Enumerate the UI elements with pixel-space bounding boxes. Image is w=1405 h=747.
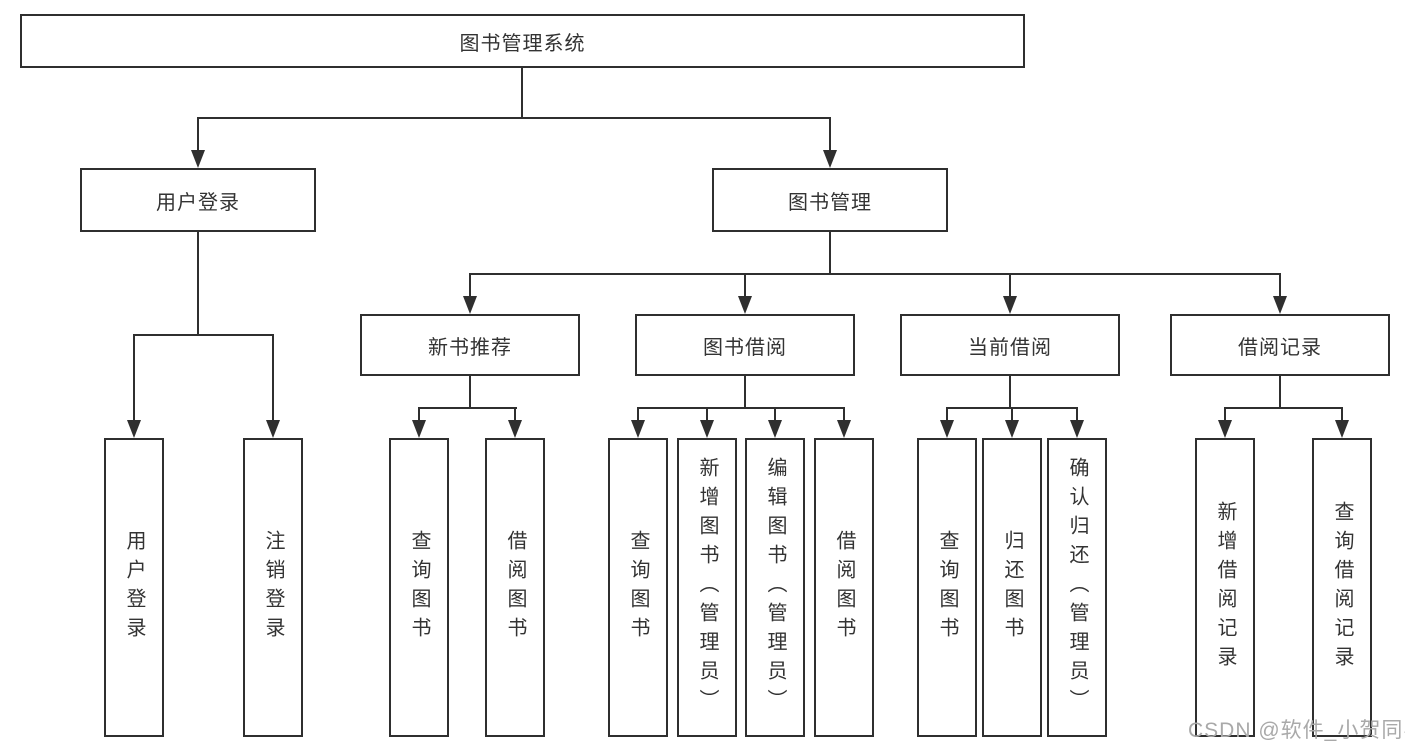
connector-line <box>133 334 274 336</box>
node-borrow-books-2-label: 借阅图书 <box>833 529 855 646</box>
node-add-books-admin-label: 新增图书（管理员） <box>696 457 718 718</box>
connector-line <box>418 407 517 409</box>
node-query-books-3: 查询图书 <box>917 438 977 737</box>
arrow-down-icon <box>823 150 837 168</box>
connector-line <box>774 407 776 422</box>
arrow-down-icon <box>940 420 954 438</box>
connector-line <box>197 117 831 119</box>
node-logout-label: 注销登录 <box>262 529 284 646</box>
node-borrow-books-2: 借阅图书 <box>814 438 874 737</box>
node-current-borrowing-label: 当前借阅 <box>968 336 1052 359</box>
connector-line <box>133 334 135 422</box>
connector-line <box>1009 376 1011 409</box>
connector-line <box>1076 407 1078 422</box>
node-edit-books-admin-label: 编辑图书（管理员） <box>764 457 786 718</box>
connector-line <box>829 232 831 273</box>
arrow-down-icon <box>768 420 782 438</box>
arrow-down-icon <box>1003 296 1017 314</box>
connector-line <box>197 232 199 334</box>
node-query-books-1: 查询图书 <box>389 438 449 737</box>
connector-line <box>1011 407 1013 422</box>
connector-line <box>946 407 948 422</box>
arrow-down-icon <box>508 420 522 438</box>
connector-line <box>469 273 1281 275</box>
node-root: 图书管理系统 <box>20 14 1025 68</box>
connector-line <box>469 376 471 409</box>
arrow-down-icon <box>1218 420 1232 438</box>
node-query-books-2-label: 查询图书 <box>627 529 649 646</box>
node-return-books-label: 归还图书 <box>1001 529 1023 646</box>
connector-line <box>744 376 746 409</box>
node-user-login-label: 用户登录 <box>156 191 240 214</box>
arrow-down-icon <box>837 420 851 438</box>
arrow-down-icon <box>191 150 205 168</box>
node-borrow-books-1-label: 借阅图书 <box>504 529 526 646</box>
connector-line <box>637 407 845 409</box>
arrow-down-icon <box>463 296 477 314</box>
node-book-management-label: 图书管理 <box>788 191 872 214</box>
connector-line <box>521 68 523 117</box>
arrow-down-icon <box>266 420 280 438</box>
arrow-down-icon <box>412 420 426 438</box>
connector-line <box>272 334 274 422</box>
connector-line <box>1224 407 1343 409</box>
node-query-books-1-label: 查询图书 <box>408 529 430 646</box>
connector-line <box>197 117 199 152</box>
connector-line <box>1009 273 1011 298</box>
node-book-borrowing-label: 图书借阅 <box>703 336 787 359</box>
node-query-borrow-record: 查询借阅记录 <box>1312 438 1372 737</box>
node-edit-books-admin: 编辑图书（管理员） <box>745 438 805 737</box>
node-book-management: 图书管理 <box>712 168 948 232</box>
node-confirm-return-admin-label: 确认归还（管理员） <box>1066 457 1088 718</box>
connector-line <box>829 117 831 152</box>
arrow-down-icon <box>1273 296 1287 314</box>
arrow-down-icon <box>631 420 645 438</box>
node-user-login-leaf: 用户登录 <box>104 438 164 737</box>
node-current-borrowing: 当前借阅 <box>900 314 1120 376</box>
arrow-down-icon <box>700 420 714 438</box>
node-root-label: 图书管理系统 <box>459 32 586 55</box>
connector-line <box>514 407 516 422</box>
node-add-borrow-record-label: 新增借阅记录 <box>1214 500 1236 675</box>
connector-line <box>1279 273 1281 298</box>
node-borrowing-records-label: 借阅记录 <box>1238 336 1322 359</box>
connector-line <box>744 273 746 298</box>
node-query-books-2: 查询图书 <box>608 438 668 737</box>
arrow-down-icon <box>1070 420 1084 438</box>
connector-line <box>637 407 639 422</box>
node-return-books: 归还图书 <box>982 438 1042 737</box>
arrow-down-icon <box>1005 420 1019 438</box>
node-add-borrow-record: 新增借阅记录 <box>1195 438 1255 737</box>
node-query-borrow-record-label: 查询借阅记录 <box>1331 500 1353 675</box>
connector-line <box>1224 407 1226 422</box>
connector-line <box>706 407 708 422</box>
node-borrow-books-1: 借阅图书 <box>485 438 545 737</box>
node-logout: 注销登录 <box>243 438 303 737</box>
node-new-book-recommend-label: 新书推荐 <box>428 336 512 359</box>
connector-line <box>469 273 471 298</box>
node-new-book-recommend: 新书推荐 <box>360 314 580 376</box>
node-borrowing-records: 借阅记录 <box>1170 314 1390 376</box>
connector-line <box>843 407 845 422</box>
connector-line <box>1341 407 1343 422</box>
node-book-borrowing: 图书借阅 <box>635 314 855 376</box>
node-add-books-admin: 新增图书（管理员） <box>677 438 737 737</box>
arrow-down-icon <box>738 296 752 314</box>
node-user-login-leaf-label: 用户登录 <box>123 529 145 646</box>
connector-line <box>418 407 420 422</box>
node-user-login: 用户登录 <box>80 168 316 232</box>
connector-line <box>1279 376 1281 409</box>
arrow-down-icon <box>1335 420 1349 438</box>
node-query-books-3-label: 查询图书 <box>936 529 958 646</box>
arrow-down-icon <box>127 420 141 438</box>
node-confirm-return-admin: 确认归还（管理员） <box>1047 438 1107 737</box>
csdn-watermark: CSDN @软件_小贺同学 <box>1188 719 1405 742</box>
